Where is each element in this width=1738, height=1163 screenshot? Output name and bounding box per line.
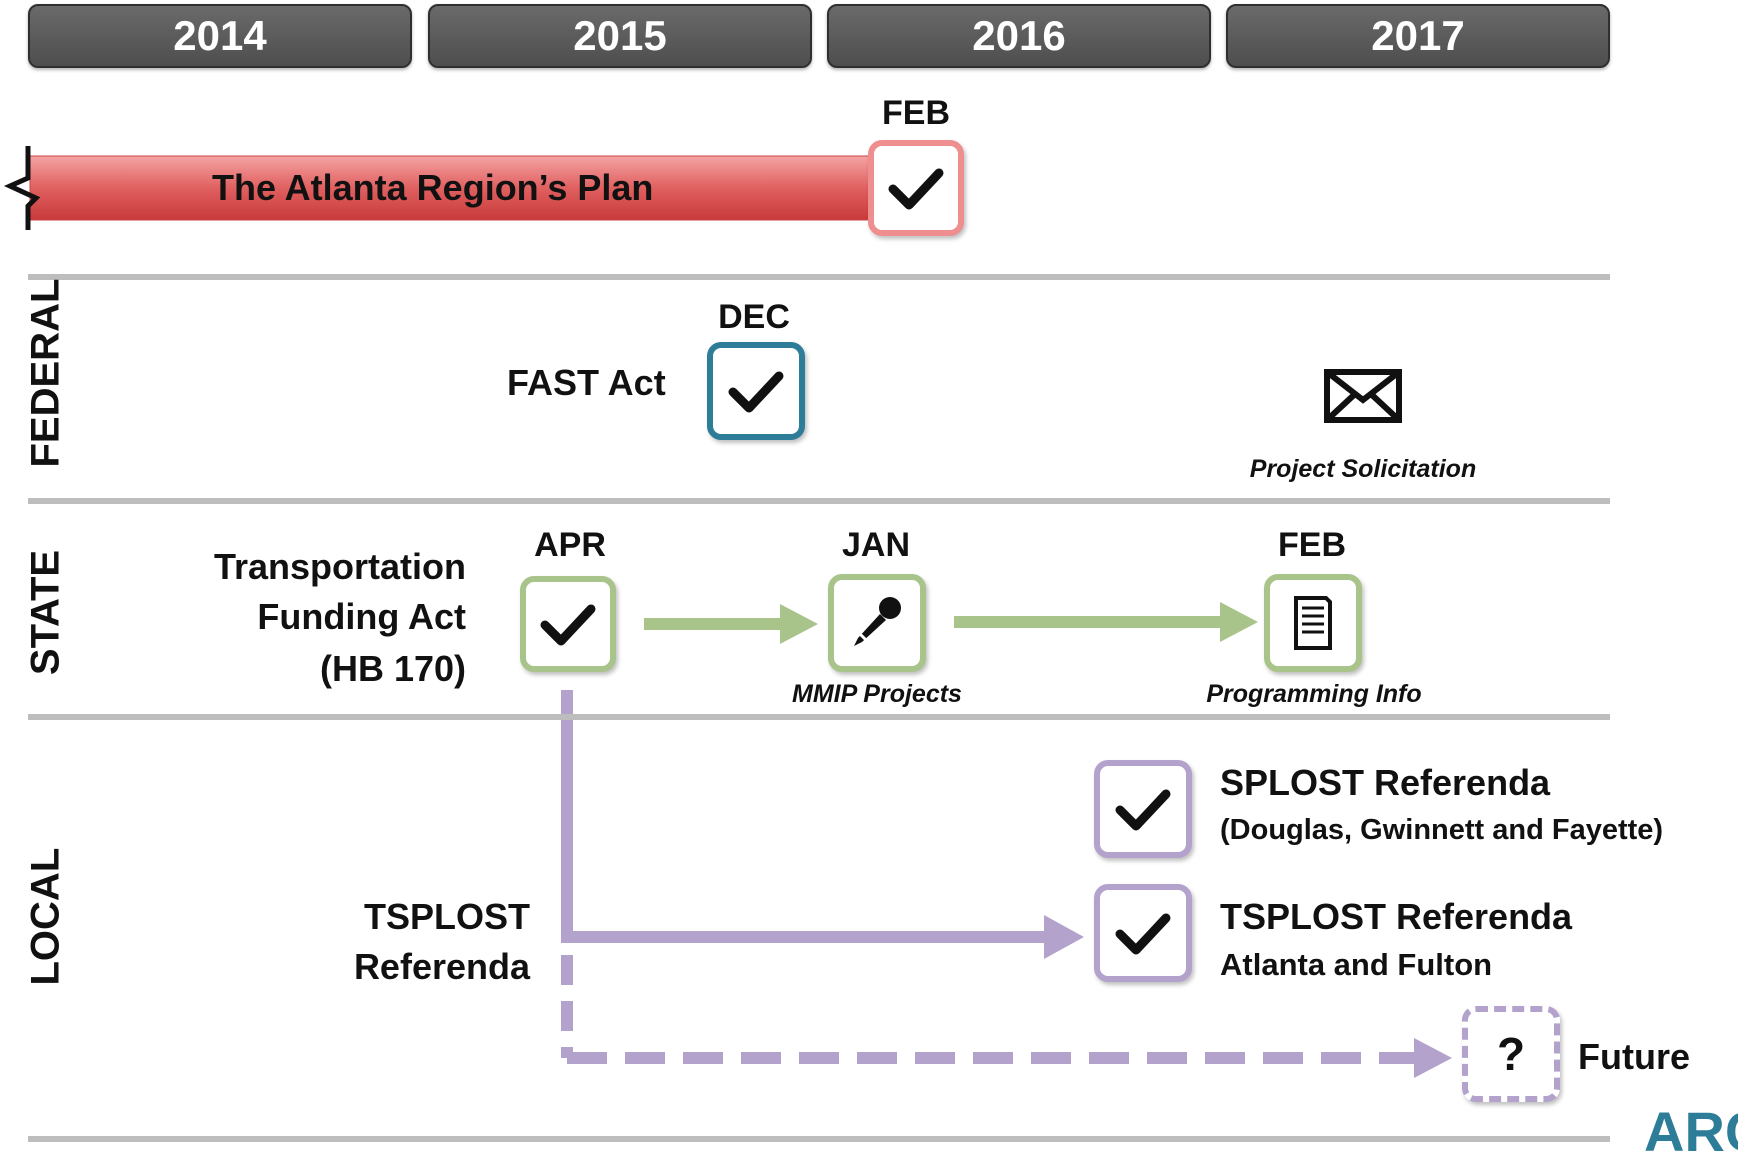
section-label-local: LOCAL	[23, 847, 68, 986]
state-jan-box	[828, 574, 926, 672]
state-arrow-apr-jan-head	[780, 604, 818, 644]
plan-break-mark	[3, 146, 41, 230]
local-splost-subtitle: (Douglas, Gwinnett and Fayette)	[1220, 814, 1664, 846]
federal-fast-act-label: FAST Act	[507, 362, 666, 403]
plan-month: FEB	[882, 94, 950, 132]
microphone-icon	[854, 597, 901, 646]
state-tfa-label-line3: (HB 170)	[319, 648, 466, 689]
local-splost-check-box	[1094, 760, 1192, 858]
checkmark-icon	[728, 371, 784, 413]
divider-bottom	[28, 1136, 1610, 1142]
state-jan-caption: MMIP Projects	[792, 680, 962, 708]
local-tsplost-label-line1: TSPLOST	[363, 896, 530, 937]
state-feb-caption: Programming Info	[1206, 680, 1422, 708]
federal-solicitation-caption: Project Solicitation	[1249, 455, 1477, 483]
local-splost-title: SPLOST Referenda	[1220, 762, 1551, 803]
local-tsplost-subtitle: Atlanta and Fulton	[1220, 947, 1493, 982]
divider-federal-top	[28, 274, 1610, 280]
checkmark-icon	[888, 168, 944, 210]
local-arrow-tsplost-head	[1044, 915, 1084, 959]
plan-label: The Atlanta Region’s Plan	[212, 167, 654, 208]
year-header-2015: 2015	[428, 4, 812, 68]
local-tsplost-check-box	[1094, 884, 1192, 982]
local-tsplost-title: TSPLOST Referenda	[1220, 896, 1573, 937]
checkmark-icon	[1115, 913, 1171, 955]
state-feb-month: FEB	[1278, 526, 1346, 564]
year-header-2014: 2014	[28, 4, 412, 68]
divider-state-top	[28, 498, 1610, 504]
plan-bar	[29, 155, 871, 221]
local-future-box: ?	[1462, 1006, 1560, 1102]
section-label-state: STATE	[23, 549, 68, 676]
checkmark-icon	[1115, 789, 1171, 831]
checkmark-icon	[540, 604, 596, 646]
state-feb-box	[1264, 574, 1362, 672]
question-mark-icon: ?	[1496, 1028, 1526, 1080]
federal-fast-act-check-box	[707, 342, 805, 440]
local-tsplost-label-line2: Referenda	[353, 946, 530, 987]
state-apr-month: APR	[534, 526, 606, 564]
state-arrow-jan-feb-head	[1220, 602, 1258, 642]
document-icon	[1294, 596, 1332, 650]
year-header-2016: 2016	[827, 4, 1211, 68]
state-tfa-label-line2: Funding Act	[257, 596, 466, 637]
section-label-federal: FEDERAL	[23, 278, 68, 468]
divider-local-top	[28, 714, 1610, 720]
state-tfa-label-line1: Transportation	[213, 546, 466, 587]
envelope-icon	[1324, 369, 1402, 423]
year-header-2017: 2017	[1226, 4, 1610, 68]
local-future-label: Future	[1578, 1036, 1690, 1077]
federal-fast-act-month: DEC	[718, 298, 790, 336]
local-dashed-arrow-head	[1414, 1038, 1452, 1078]
state-apr-check-box	[520, 576, 616, 672]
plan-check-box	[868, 140, 964, 236]
arc-logo: ARC	[1644, 1100, 1738, 1163]
state-jan-month: JAN	[841, 526, 911, 564]
